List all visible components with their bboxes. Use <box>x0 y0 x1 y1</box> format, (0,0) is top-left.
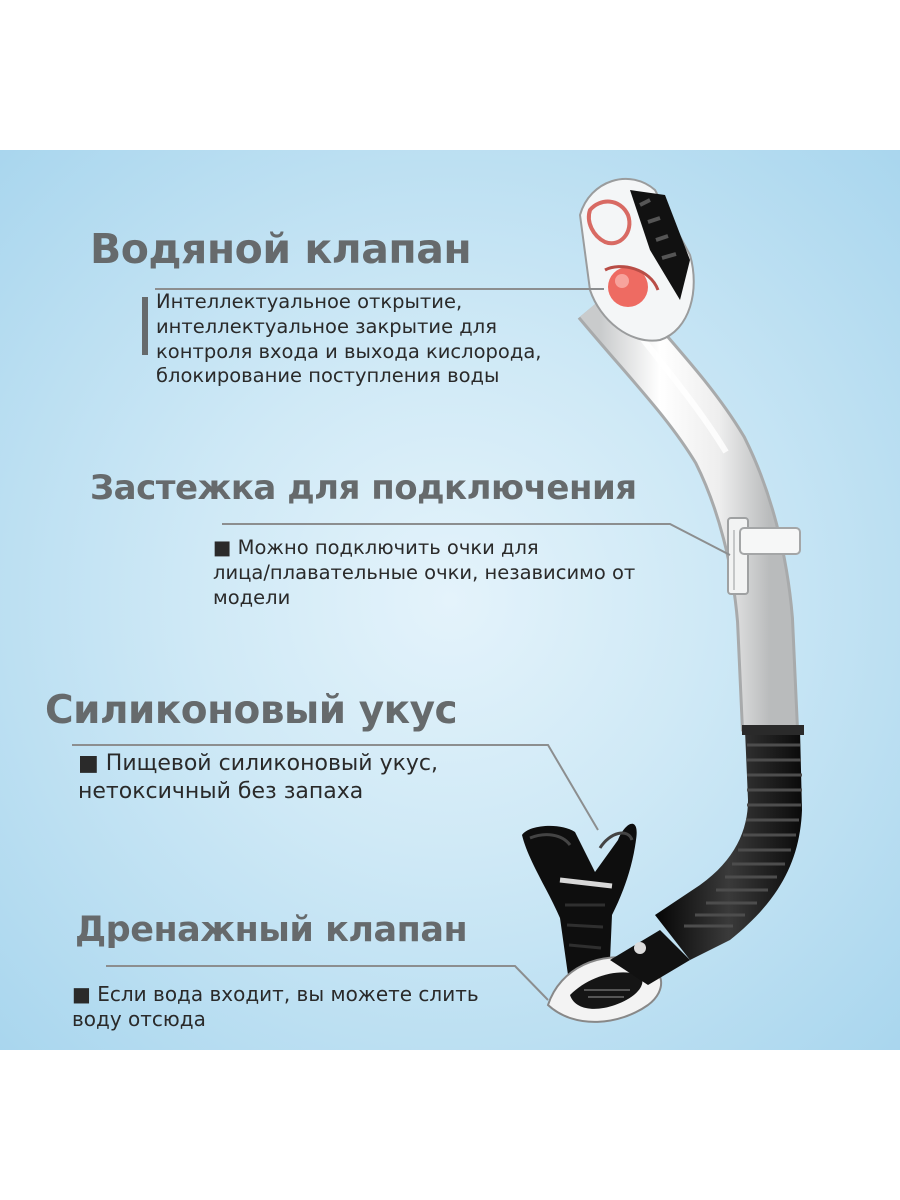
description-line: интеллектуальное закрытие для <box>156 314 497 338</box>
description-line: лица/плавательные очки, независимо от <box>213 560 636 584</box>
description-line: ■ Если вода входит, вы можете слить <box>72 982 479 1006</box>
flex-hose <box>655 725 804 960</box>
goggle-clip <box>727 517 801 595</box>
description-line: блокирование поступления воды <box>156 364 500 388</box>
feature-description-water-valve: Интеллектуальное открытие, интеллектуаль… <box>156 290 541 389</box>
silicone-mouthpiece <box>522 823 637 975</box>
description-line: Интеллектуальное открытие, <box>156 290 463 313</box>
feature-title-mouthpiece: Силиконовый укус <box>45 688 458 733</box>
snorkel-tube <box>577 281 799 732</box>
water-valve <box>578 177 695 342</box>
leader-line-mouthpiece <box>72 744 599 831</box>
description-line: модели <box>213 585 291 609</box>
description-line: воду отсюда <box>72 1007 206 1032</box>
description-line: ■ Пищевой силиконовый укус, <box>78 751 438 776</box>
purge-valve <box>546 930 690 1023</box>
feature-description-mouthpiece: ■ Пищевой силиконовый укус, нетоксичный … <box>78 750 438 806</box>
description-line: нетоксичный без запаха <box>78 778 364 804</box>
feature-description-clip: ■ Можно подключить очки для лица/плавате… <box>213 536 635 610</box>
feature-title-water-valve: Водяной клапан <box>90 225 472 273</box>
accent-bar <box>142 297 148 355</box>
leader-line-drain <box>106 965 549 1001</box>
feature-description-drain: ■ Если вода входит, вы можете слить воду… <box>72 982 479 1033</box>
description-line: контроля входа и выхода кислорода, <box>156 339 542 363</box>
feature-title-drain: Дренажный клапан <box>75 910 468 950</box>
callout-lines <box>72 288 731 1001</box>
leader-line-clip <box>222 523 731 556</box>
description-line: ■ Можно подключить очки для <box>213 536 539 559</box>
feature-title-clip: Застежка для подключения <box>90 468 637 508</box>
